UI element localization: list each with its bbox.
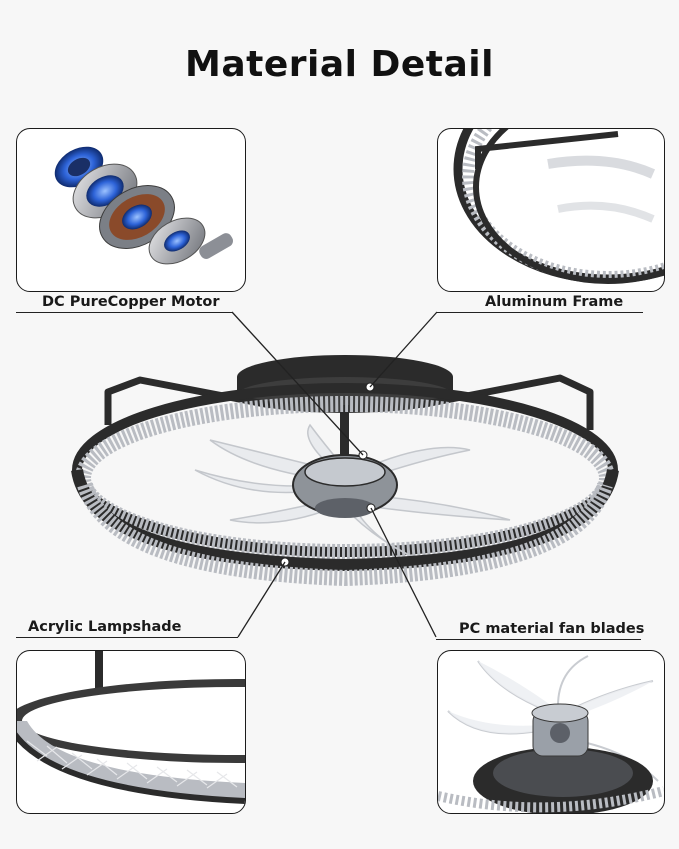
lampshade-illustration xyxy=(17,651,245,804)
blades-illustration xyxy=(438,655,664,813)
underline-motor xyxy=(16,312,232,314)
callout-lines xyxy=(231,311,438,638)
underline-lampshade xyxy=(16,637,238,639)
label-frame: Aluminum Frame xyxy=(485,294,624,310)
motor-detail-panel xyxy=(16,128,246,292)
lampshade-detail-panel xyxy=(16,650,246,814)
motor-illustration xyxy=(54,146,233,265)
blades-detail-panel xyxy=(437,650,665,814)
underline-blades xyxy=(436,639,641,641)
label-motor: DC PureCopper Motor xyxy=(42,294,220,310)
label-lampshade: Acrylic Lampshade xyxy=(28,619,182,635)
page-title: Material Detail xyxy=(185,44,494,85)
label-blades: PC material fan blades xyxy=(459,621,645,637)
frame-detail-panel xyxy=(437,128,665,292)
underline-frame xyxy=(437,312,643,314)
frame-illustration xyxy=(453,129,664,284)
